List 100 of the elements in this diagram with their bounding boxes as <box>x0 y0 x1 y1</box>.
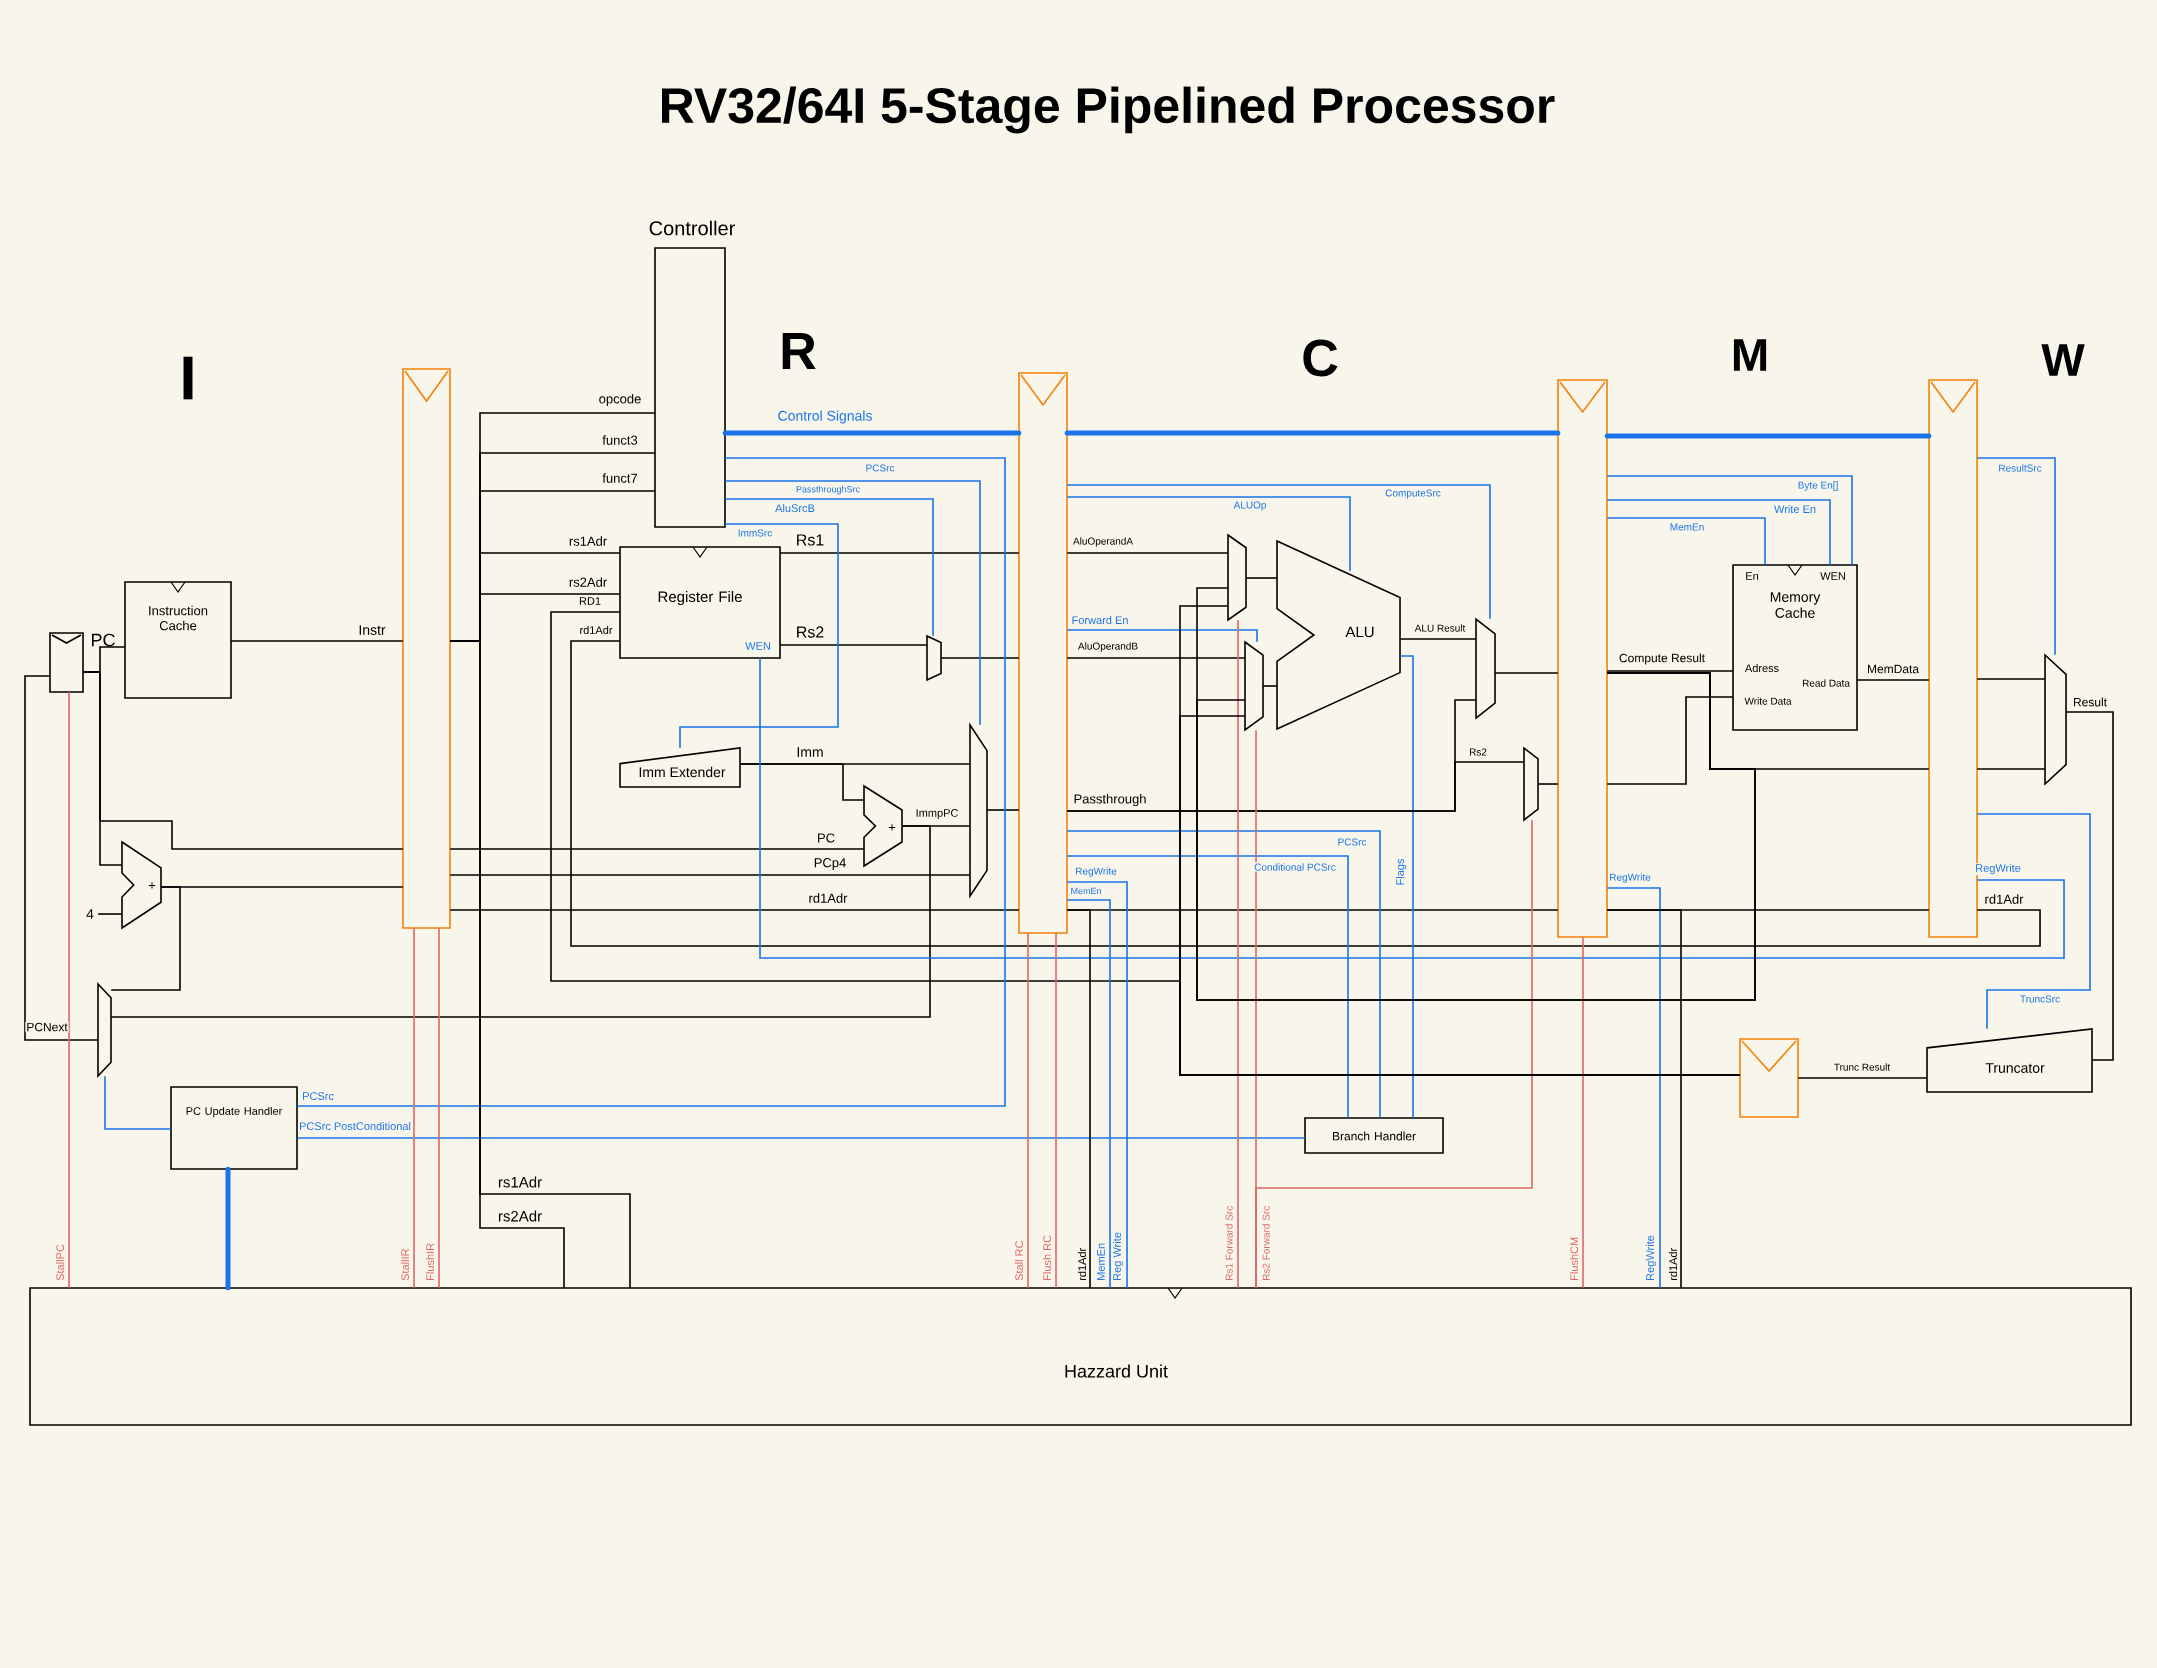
wire <box>724 498 934 637</box>
wire-label: MemEn <box>1097 1243 1105 1280</box>
wire-label: PCSrc <box>1336 837 1368 847</box>
wire <box>449 640 565 1289</box>
wire <box>110 825 931 1018</box>
wire-label: rd1Adr <box>578 624 614 636</box>
wire-label: Conditional PCSrc <box>1253 862 1337 872</box>
wire <box>1055 932 1057 1289</box>
wire-label: Rs1 Forward Src <box>1224 1204 1234 1282</box>
wire-label: RD1 <box>578 596 602 606</box>
wire <box>1976 678 2046 680</box>
wire-label: Rs2 <box>794 625 826 639</box>
wire <box>296 1137 1306 1139</box>
wire <box>1066 552 1229 554</box>
wire <box>1606 909 1682 1289</box>
wire-label: PCp4 <box>812 857 848 871</box>
hazard-unit-box: Hazzard Unit <box>29 1287 2132 1426</box>
wire <box>570 640 2041 947</box>
wire <box>1976 813 2091 1030</box>
instruction-cache-box: Instruction Cache <box>124 581 232 699</box>
wire <box>1606 475 1853 566</box>
wire-label: RegWrite <box>1645 1235 1657 1280</box>
wire <box>1262 685 1278 687</box>
wire <box>449 848 865 850</box>
wire-label: MemEn <box>1069 886 1103 896</box>
register-file-box: Register File WEN <box>619 546 781 659</box>
wire-label: PassthroughSrc <box>795 484 862 496</box>
register-symbol <box>49 632 84 693</box>
controller-box: Controller <box>649 220 735 528</box>
wire-label: Rs2 <box>1468 747 1488 757</box>
wire-label: Reg Write <box>1112 1232 1124 1280</box>
bus-line <box>1064 430 1561 436</box>
wire-label: MemEn <box>1668 522 1706 532</box>
wire-label: PCNext <box>25 1021 69 1033</box>
wire-label: TruncSrc <box>2018 994 2062 1004</box>
wire-label: RegWrite <box>1074 866 1118 878</box>
wire <box>82 671 404 850</box>
imm-extender-block: Imm Extender <box>619 747 741 788</box>
wire-label: AluOperandA <box>1072 536 1135 548</box>
pipeline-register <box>1739 1038 1799 1118</box>
wire-label: Stall RC <box>1014 1239 1025 1282</box>
wire <box>1399 638 1477 640</box>
wire-label: StallIR <box>399 1247 411 1282</box>
wire <box>104 1075 172 1130</box>
node-label: Controller <box>649 220 735 236</box>
wire <box>1537 783 1559 785</box>
bus-line <box>722 430 1022 436</box>
wire-label: Trunc Result <box>1832 1062 1892 1072</box>
wire <box>2065 711 2114 1061</box>
handler-box: PC Update Handler <box>170 1086 298 1170</box>
wire <box>449 874 971 876</box>
wire <box>438 927 440 1289</box>
pipeline-register <box>1018 372 1068 934</box>
wire <box>1606 499 1831 566</box>
pipeline-register <box>1928 379 1978 938</box>
wire <box>1976 457 2056 656</box>
node-label: PC <box>92 633 115 647</box>
wire <box>1066 484 1491 620</box>
wire-label: Rs1 <box>794 533 826 547</box>
wire-label: ResultSrc <box>1997 463 2043 473</box>
wire-label: rd1Adr <box>1077 1246 1088 1282</box>
wire <box>1066 881 1128 1289</box>
wire-label: PCSrc <box>864 463 896 473</box>
wire-label: ALU Result <box>1413 623 1467 633</box>
stage-letter: R <box>782 333 816 369</box>
wire <box>68 691 70 1289</box>
wire-label: ComputeSrc <box>1384 488 1442 500</box>
wire-label: Imm <box>795 746 825 758</box>
wire-label: Compute Result <box>1618 652 1707 666</box>
wire <box>724 480 981 726</box>
wire <box>97 913 123 915</box>
constant-label: 4 <box>86 909 94 919</box>
wire <box>1066 855 1349 1119</box>
truncator-block: Truncator <box>1926 1028 2093 1093</box>
wire-label: FlushCM <box>1569 1235 1580 1282</box>
wire-label: FlushIR <box>424 1241 436 1282</box>
wire <box>1976 768 2046 770</box>
wire-label: StallPC <box>54 1243 66 1282</box>
wire <box>1066 899 1111 1289</box>
bus-line <box>1604 433 1932 439</box>
wire <box>986 809 1020 811</box>
wire <box>230 640 404 642</box>
wire <box>1797 1077 1928 1079</box>
wire-label: Write En <box>1773 503 1817 515</box>
wire-label: ImmSrc <box>736 528 774 538</box>
wire <box>759 657 2065 959</box>
wire <box>1196 672 1756 1001</box>
wire <box>1066 629 1258 643</box>
diagram-title: RV32/64I 5-Stage Pipelined Processor <box>662 86 1555 134</box>
stage-letter: W <box>2041 344 2085 376</box>
wire <box>1606 887 1661 1289</box>
handler-box: Branch Handler <box>1304 1117 1444 1154</box>
wire-label: PC <box>816 832 837 844</box>
wire <box>679 523 839 749</box>
wire <box>1399 655 1414 1119</box>
wire <box>1856 679 1930 681</box>
wire <box>1494 672 1559 674</box>
wire <box>1255 819 1533 1289</box>
wire-label: Byte En[] <box>1796 480 1840 492</box>
wire <box>1582 936 1584 1289</box>
